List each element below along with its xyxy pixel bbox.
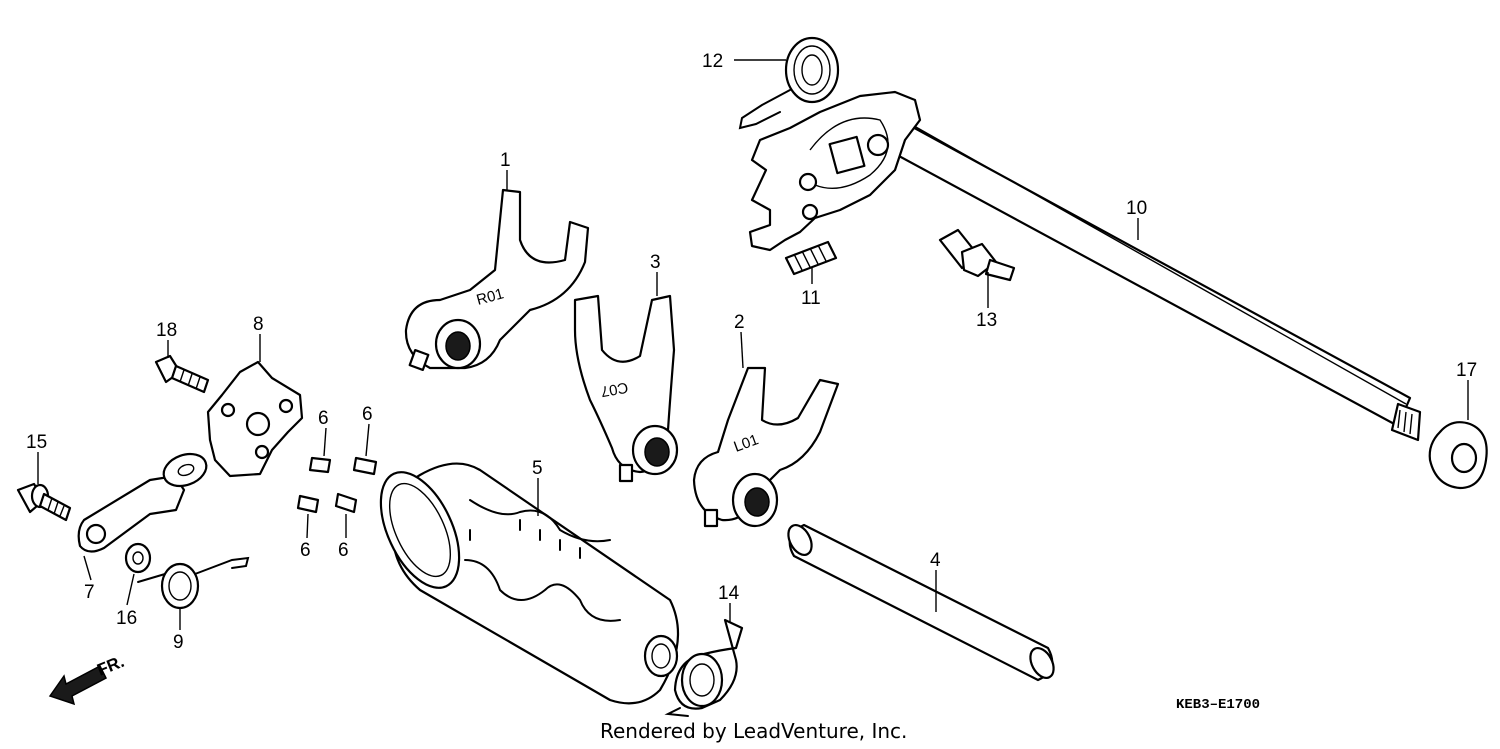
render-credit: Rendered by LeadVenture, Inc.	[600, 719, 907, 743]
callout-18: 18	[156, 320, 177, 341]
return-spring	[738, 36, 840, 130]
callout-10: 10	[1126, 198, 1147, 219]
shift-fork-left: L01	[692, 366, 840, 528]
shift-fork-right: R01	[404, 188, 590, 372]
leader-lines	[37, 59, 1469, 630]
drum-bearing-plate	[664, 618, 744, 717]
callout-6c: 6	[300, 540, 311, 561]
front-direction-label: FR.	[94, 652, 127, 680]
small-spring	[784, 240, 838, 276]
dowel-pin-b	[352, 456, 378, 476]
callout-6b: 6	[362, 404, 373, 425]
fork-stamp-c07: C07	[599, 378, 629, 400]
shift-fork-center: C07	[573, 294, 679, 483]
callout-numbers: 1 2 3 4 5 6 6 6 6 7 8 9 10 11 12 13 14 1…	[26, 51, 1477, 653]
callout-3: 3	[650, 252, 661, 273]
stopper-arm-bolt	[16, 482, 72, 522]
front-direction-arrow: FR.	[48, 652, 127, 706]
gearshift-spindle-shaft	[871, 110, 1422, 442]
callout-6a: 6	[318, 408, 329, 429]
stopper-plate-bolt	[154, 354, 210, 394]
callout-2: 2	[734, 312, 745, 333]
callout-17: 17	[1456, 360, 1477, 381]
shift-arm-plate	[748, 90, 922, 252]
callout-9: 9	[173, 632, 184, 653]
dowel-pin-c	[296, 494, 320, 514]
drum-stopper-arm	[77, 452, 208, 553]
gearshift-drum	[379, 462, 680, 705]
callout-13: 13	[976, 310, 997, 331]
callout-12: 12	[702, 51, 723, 72]
callout-16: 16	[116, 608, 137, 629]
callout-1: 1	[500, 150, 511, 171]
shift-fork-shaft	[787, 523, 1055, 682]
collar	[124, 542, 152, 574]
callout-8: 8	[253, 314, 264, 335]
dowel-pin-d	[334, 492, 358, 514]
stopper-bolt	[938, 228, 1016, 282]
diagram-code: KEB3–E1700	[1176, 697, 1260, 713]
callout-14: 14	[718, 583, 740, 604]
fork-stamp-r01: R01	[475, 285, 506, 309]
callout-6d: 6	[338, 540, 349, 561]
dowel-pin-a	[308, 456, 332, 474]
oil-seal	[1428, 421, 1488, 490]
drum-stopper-plate	[206, 360, 304, 478]
callout-15: 15	[26, 432, 47, 453]
callout-11: 11	[801, 288, 821, 309]
stopper-arm-spring	[137, 556, 250, 610]
callout-5: 5	[532, 458, 543, 479]
callout-4: 4	[930, 550, 941, 571]
callout-7: 7	[84, 582, 95, 603]
